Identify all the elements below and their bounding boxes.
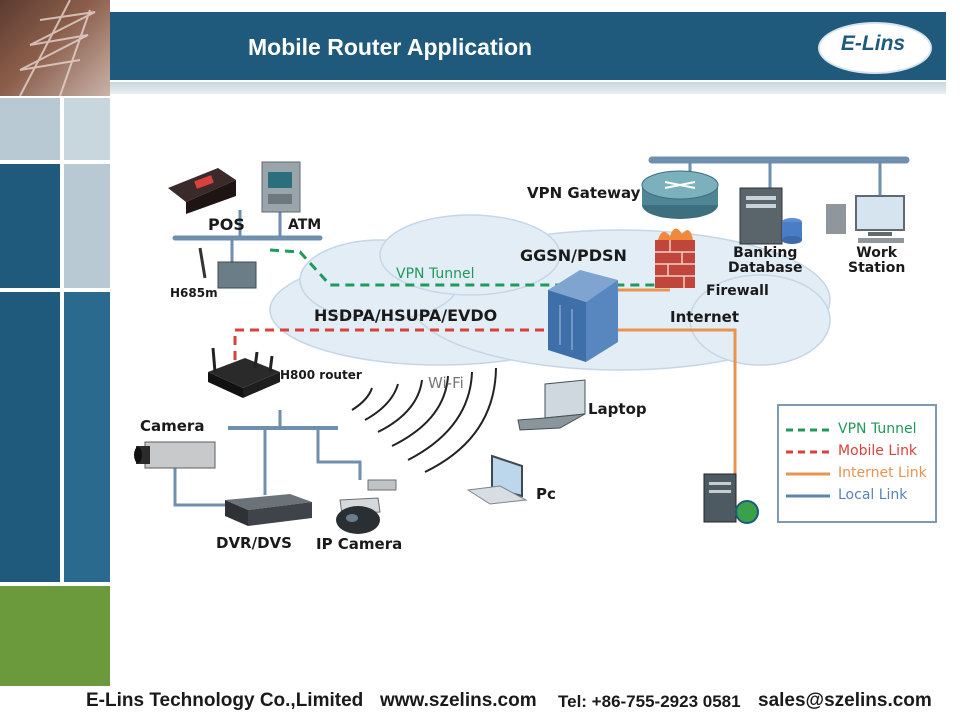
label-firewall: Firewall — [706, 283, 769, 299]
work-station-icon — [826, 195, 905, 243]
tower-photo — [0, 0, 110, 96]
header-strip — [0, 82, 946, 94]
wifi-signal-arcs — [351, 367, 497, 473]
label-pos: POS — [208, 215, 245, 234]
label-vpn-tunnel: VPN Tunnel — [396, 266, 475, 282]
atm-icon — [261, 161, 301, 213]
ggsn-pdsn-server-icon — [548, 270, 618, 362]
label-camera: Camera — [140, 417, 205, 435]
laptop-icon — [517, 379, 586, 431]
side-tile-grey-3 — [64, 164, 110, 288]
mobile-link-path — [233, 328, 560, 360]
label-h800-router: H800 router — [280, 368, 362, 382]
side-tile-green — [0, 586, 110, 686]
logo-text: E-Lins — [840, 32, 906, 55]
label-atm: ATM — [288, 217, 322, 233]
side-tile-blue-1 — [0, 164, 60, 288]
logo-badge — [818, 22, 932, 74]
vpn-tunnel-path — [269, 248, 680, 287]
label-ggsn-pdsn: GGSN/PDSN — [520, 246, 627, 265]
pos-terminal-icon — [168, 168, 236, 214]
label-banking-database: Banking Database — [728, 245, 803, 276]
mobile-network-cloud — [269, 214, 831, 371]
side-tile-grey-1 — [0, 98, 60, 160]
firewall-icon — [655, 228, 695, 288]
dvr-dvs-device-icon — [225, 494, 312, 526]
page-title: Mobile Router Application — [248, 34, 533, 60]
tower-structure-icon — [19, 0, 96, 96]
footer-website[interactable]: www.szelins.com — [380, 690, 537, 711]
label-hsdpa-hsupa-evdo: HSDPA/HSUPA/EVDO — [314, 306, 498, 325]
label-laptop: Laptop — [588, 400, 647, 418]
label-dvr-dvs: DVR/DVS — [216, 534, 292, 552]
h800-router-icon — [208, 347, 280, 398]
legend-label-mobile-link: Mobile Link — [838, 443, 918, 459]
banking-database-server-icon — [739, 187, 802, 245]
legend-label-internet-link: Internet Link — [838, 465, 927, 481]
vpn-gateway-router-icon — [641, 170, 719, 219]
cctv-camera-icon — [134, 441, 216, 469]
label-work-station: Work Station — [848, 245, 906, 276]
footer-email[interactable]: sales@szelins.com — [758, 690, 932, 711]
h685m-router-icon — [198, 247, 257, 289]
network-diagram — [134, 156, 937, 534]
legend-box — [777, 404, 937, 523]
label-pc: Pc — [536, 485, 556, 503]
internet-server-icon — [703, 473, 759, 524]
side-tile-grey-2 — [64, 98, 110, 160]
label-ip-camera: IP Camera — [316, 535, 403, 553]
footer-company: E-Lins Technology Co.,Limited — [86, 690, 364, 711]
legend-label-local-link: Local Link — [838, 487, 908, 503]
label-h685m: H685m — [170, 286, 218, 300]
label-wifi: Wi-Fi — [428, 374, 464, 392]
label-internet: Internet — [670, 308, 740, 326]
ip-camera-dome-icon — [336, 479, 397, 534]
footer-phone: Tel: +86-755-2923 0581 — [558, 692, 741, 711]
side-tile-blue-2 — [0, 292, 60, 582]
header-bar — [0, 12, 946, 80]
side-tile-blue-3 — [64, 292, 110, 582]
internet-link-server-path — [600, 328, 737, 485]
pc-monitor-icon — [466, 454, 528, 505]
label-vpn-gateway: VPN Gateway — [527, 184, 641, 202]
legend-label-vpn-tunnel: VPN Tunnel — [838, 421, 917, 437]
